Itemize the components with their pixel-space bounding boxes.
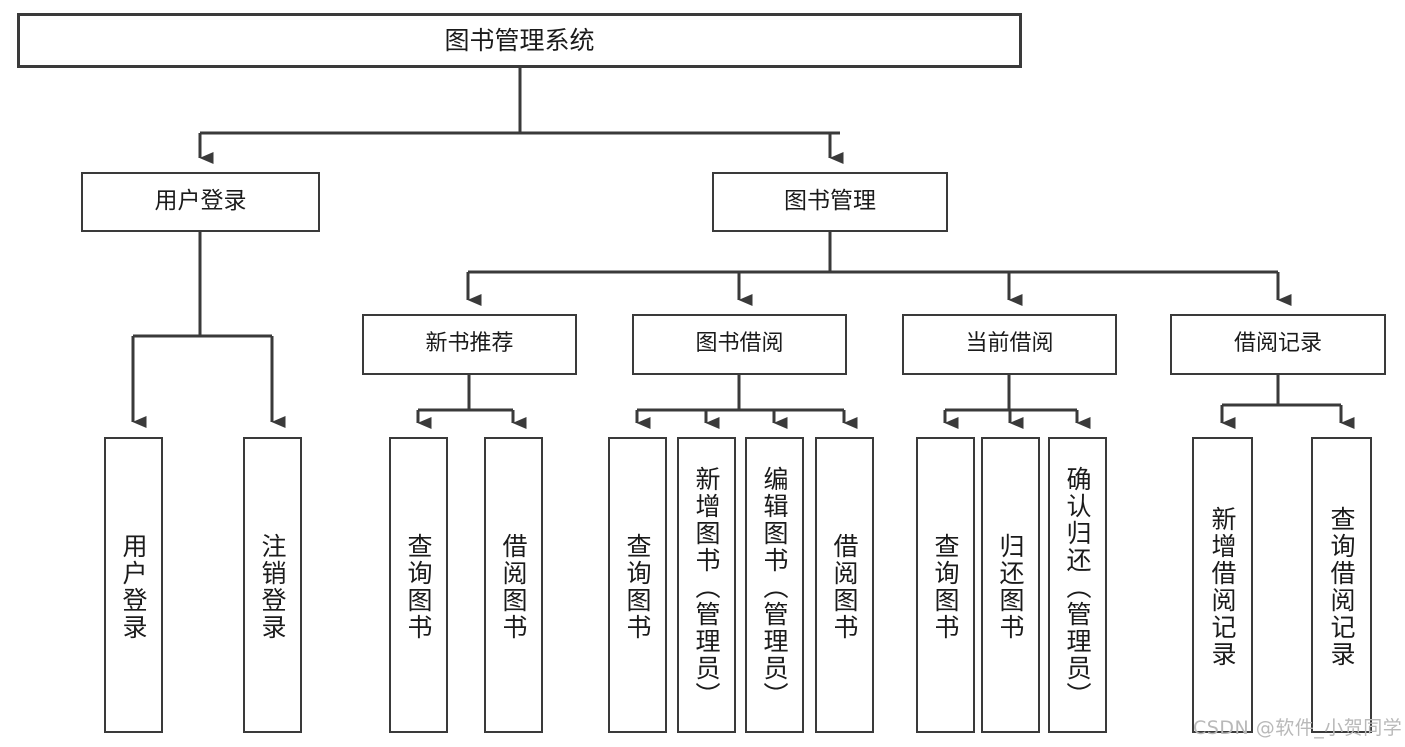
node-new-book-recommend[interactable]: 新书推荐 (362, 314, 577, 375)
leaf-user-login-logout[interactable]: 注销登录 (243, 437, 302, 733)
node-book-borrow[interactable]: 图书借阅 (632, 314, 847, 375)
leaf-user-login-login[interactable]: 用户登录 (104, 437, 163, 733)
node-user-login[interactable]: 用户登录 (81, 172, 320, 232)
leaf-borrow-add-book[interactable]: 新增图书（管理员） (677, 437, 736, 733)
leaf-current-confirm-return[interactable]: 确认归还（管理员） (1048, 437, 1107, 733)
leaf-record-query-record[interactable]: 查询借阅记录 (1311, 437, 1372, 733)
leaf-borrow-edit-book[interactable]: 编辑图书（管理员） (745, 437, 804, 733)
leaf-borrow-borrow-book-label: 借阅图书 (830, 533, 859, 641)
node-root[interactable]: 图书管理系统 (17, 13, 1022, 68)
csdn-watermark: CSDN @软件_小贺同学 (1193, 717, 1403, 739)
leaf-recommend-borrow-book[interactable]: 借阅图书 (484, 437, 543, 733)
leaf-recommend-query-book[interactable]: 查询图书 (389, 437, 448, 733)
node-new-book-recommend-label: 新书推荐 (425, 331, 514, 357)
leaf-record-query-record-label: 查询借阅记录 (1327, 506, 1356, 668)
leaf-borrow-add-book-label: 新增图书（管理员） (692, 465, 721, 709)
leaf-record-add-record-label: 新增借阅记录 (1208, 506, 1237, 668)
node-borrow-record[interactable]: 借阅记录 (1170, 314, 1386, 375)
leaf-record-add-record[interactable]: 新增借阅记录 (1192, 437, 1253, 733)
leaf-current-confirm-return-label: 确认归还（管理员） (1063, 465, 1092, 709)
leaf-recommend-borrow-book-label: 借阅图书 (499, 533, 528, 641)
leaf-borrow-edit-book-label: 编辑图书（管理员） (760, 465, 789, 709)
node-book-borrow-label: 图书借阅 (695, 331, 784, 357)
leaf-current-query-book[interactable]: 查询图书 (916, 437, 975, 733)
node-current-borrow-label: 当前借阅 (965, 331, 1054, 357)
leaf-borrow-query-book[interactable]: 查询图书 (608, 437, 667, 733)
leaf-current-return-book[interactable]: 归还图书 (981, 437, 1040, 733)
leaf-current-query-book-label: 查询图书 (931, 533, 960, 641)
leaf-recommend-query-book-label: 查询图书 (404, 533, 433, 641)
leaf-borrow-borrow-book[interactable]: 借阅图书 (815, 437, 874, 733)
node-borrow-record-label: 借阅记录 (1233, 331, 1322, 357)
node-root-label: 图书管理系统 (444, 25, 595, 55)
leaf-user-login-login-label: 用户登录 (119, 533, 148, 641)
node-user-login-label: 用户登录 (154, 188, 247, 215)
node-current-borrow[interactable]: 当前借阅 (902, 314, 1117, 375)
node-book-management-label: 图书管理 (784, 188, 876, 215)
leaf-borrow-query-book-label: 查询图书 (623, 533, 652, 641)
leaf-current-return-book-label: 归还图书 (996, 533, 1025, 641)
node-book-management[interactable]: 图书管理 (712, 172, 948, 232)
leaf-user-login-logout-label: 注销登录 (258, 533, 287, 641)
